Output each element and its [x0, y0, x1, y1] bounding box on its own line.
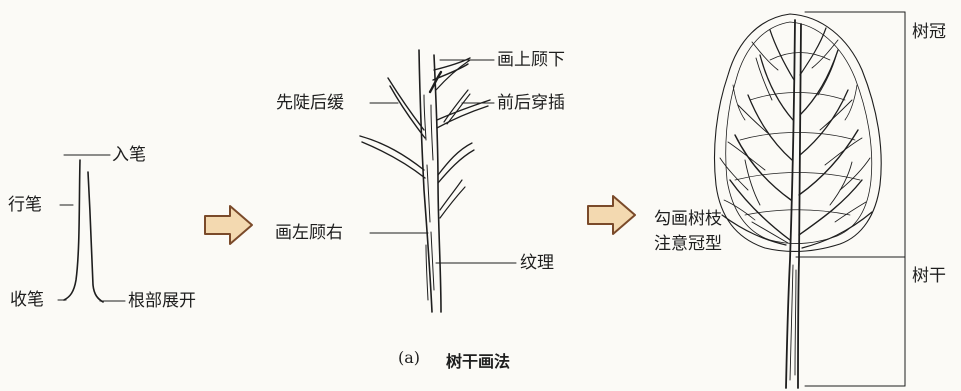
tree-sketch [713, 11, 906, 389]
label-texture: 纹理 [520, 253, 554, 273]
arrow-right-2 [587, 195, 636, 235]
caption-tag: (a) [398, 348, 421, 367]
label-sketch-line2: 注意冠型 [654, 234, 722, 254]
label-sketch-line1: 勾画树枝 [654, 209, 722, 229]
label-up-down: 画上顾下 [497, 50, 565, 70]
label-travel: 行笔 [8, 195, 42, 215]
label-interlace: 前后穿插 [497, 93, 565, 113]
trunk-sketch [359, 49, 517, 313]
stroke-diagram [57, 154, 126, 303]
label-crown: 树冠 [912, 22, 946, 42]
label-entry: 入笔 [112, 145, 146, 165]
label-first-steep: 先陡后缓 [276, 93, 344, 113]
leader-sketch [751, 221, 789, 244]
arrow-right-1 [204, 205, 253, 245]
label-finish: 收笔 [10, 290, 44, 310]
trunk-stroke-right [87, 171, 104, 303]
label-left-right: 画左顾右 [275, 223, 343, 243]
label-trunk: 树干 [912, 266, 946, 286]
caption-text: 树干画法 [446, 352, 511, 371]
label-root: 根部展开 [128, 291, 196, 311]
trunk-stroke-left [63, 159, 81, 301]
